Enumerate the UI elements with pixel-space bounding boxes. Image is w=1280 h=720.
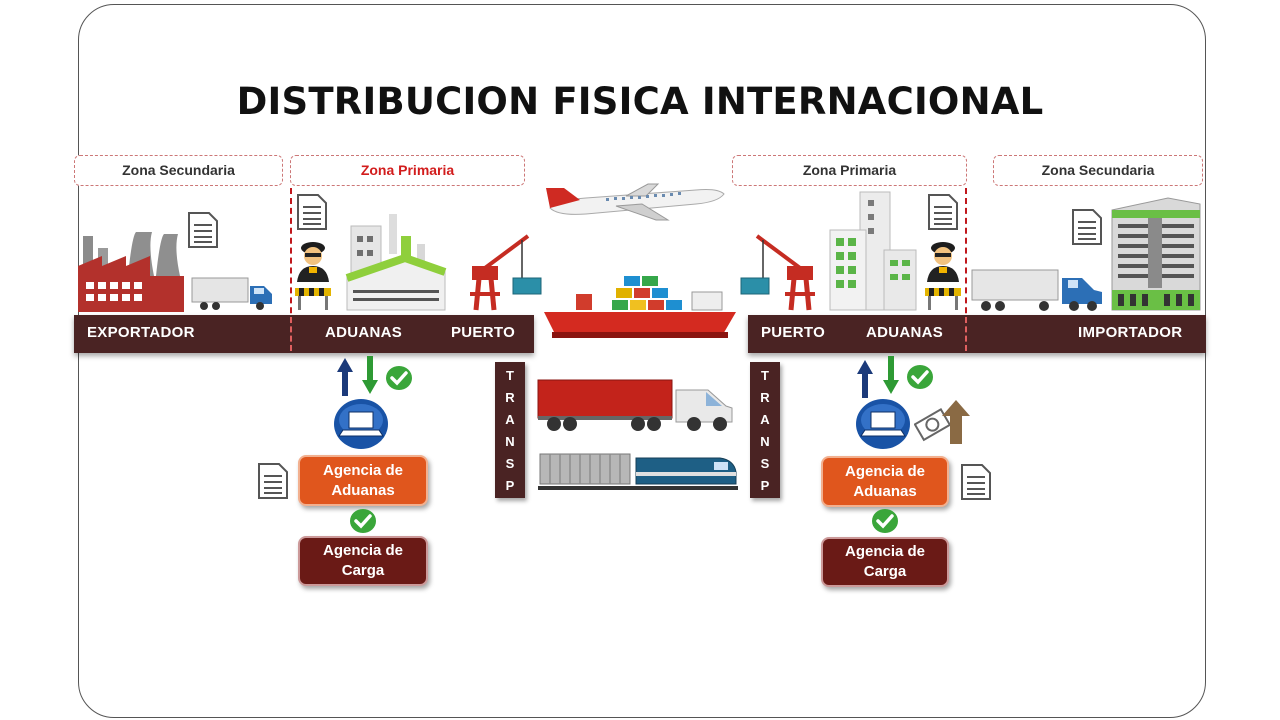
office-building-icon bbox=[1111, 197, 1201, 311]
document-icon bbox=[928, 194, 958, 230]
freight-truck-icon bbox=[537, 379, 733, 431]
label-aduanas-right: ADUANAS bbox=[866, 324, 944, 341]
transp-letter: R bbox=[760, 390, 770, 405]
transp-letter: P bbox=[760, 478, 770, 493]
airplane-icon bbox=[546, 183, 725, 221]
customs-officer-icon bbox=[295, 242, 331, 310]
label-aduanas-left: ADUANAS bbox=[325, 324, 403, 341]
document-icon bbox=[1072, 209, 1102, 245]
arrow-down-icon bbox=[883, 356, 899, 394]
check-icon bbox=[350, 509, 376, 533]
laptop-globe-icon bbox=[334, 399, 388, 449]
agencia-carga-line2: Carga bbox=[863, 563, 907, 580]
zone-secundaria-right: Zona Secundaria bbox=[993, 155, 1203, 186]
zone-primaria-left: Zona Primaria bbox=[290, 155, 525, 186]
agencia-aduanas-left: Agencia de Aduanas bbox=[298, 455, 428, 506]
agencia-aduanas-line1: Agencia de bbox=[844, 462, 926, 480]
zone-primaria-right: Zona Primaria bbox=[732, 155, 967, 186]
customs-building-icon bbox=[829, 191, 917, 311]
transp-letter: A bbox=[760, 412, 770, 427]
arrow-up-icon bbox=[337, 358, 353, 396]
agencia-aduanas-line2: Aduanas bbox=[853, 482, 917, 500]
cargo-ship-icon bbox=[544, 276, 736, 338]
port-crane-icon bbox=[470, 234, 530, 311]
bar-divider-right bbox=[965, 317, 967, 351]
transp-letter: P bbox=[505, 478, 515, 493]
zone-secundaria-left: Zona Secundaria bbox=[74, 155, 283, 186]
transp-letter: R bbox=[505, 390, 515, 405]
label-importador: IMPORTADOR bbox=[1078, 324, 1183, 341]
agencia-carga-line2: Carga bbox=[341, 562, 385, 579]
truck-icon bbox=[971, 269, 1102, 311]
customs-building-icon bbox=[345, 214, 447, 311]
transp-letter: N bbox=[760, 434, 770, 449]
document-icon bbox=[961, 464, 991, 500]
laptop-globe-icon bbox=[856, 399, 910, 449]
transp-letter: T bbox=[761, 368, 769, 383]
agencia-aduanas-line1: Agencia de bbox=[322, 461, 404, 479]
label-exportador: EXPORTADOR bbox=[87, 324, 195, 341]
container-icon bbox=[740, 277, 770, 295]
transp-letter: A bbox=[505, 412, 515, 427]
bar-export-side bbox=[74, 315, 534, 353]
zone-divider-right bbox=[965, 188, 967, 353]
zone-divider-left bbox=[290, 188, 292, 353]
transp-column-right: T R A N S P bbox=[750, 362, 780, 498]
truck-icon bbox=[191, 277, 272, 310]
container-icon bbox=[512, 277, 542, 295]
bar-import-side bbox=[748, 315, 1206, 353]
agencia-aduanas-line2: Aduanas bbox=[331, 481, 395, 499]
port-crane-icon bbox=[755, 234, 815, 311]
transp-letter: N bbox=[505, 434, 515, 449]
check-icon bbox=[907, 365, 933, 389]
agencia-carga-right: Agencia de Carga bbox=[821, 537, 949, 587]
label-puerto-right: PUERTO bbox=[761, 324, 826, 341]
factory-icon bbox=[78, 232, 184, 312]
agencia-carga-left: Agencia de Carga bbox=[298, 536, 428, 586]
page-title: DISTRIBUCION FISICA INTERNACIONAL bbox=[236, 80, 1044, 123]
arrow-up-icon bbox=[857, 360, 873, 398]
agencia-aduanas-right: Agencia de Aduanas bbox=[821, 456, 949, 507]
money-icon bbox=[914, 400, 970, 444]
transp-letter: S bbox=[760, 456, 770, 471]
document-icon bbox=[258, 463, 288, 499]
slide-frame bbox=[78, 4, 1206, 718]
arrow-down-icon bbox=[362, 356, 378, 394]
transp-letter: T bbox=[506, 368, 514, 383]
transp-column-left: T R A N S P bbox=[495, 362, 525, 498]
label-puerto-left: PUERTO bbox=[451, 324, 516, 341]
agencia-carga-line1: Agencia de bbox=[322, 542, 404, 559]
train-icon bbox=[538, 453, 738, 490]
document-icon bbox=[297, 194, 327, 230]
transp-letter: S bbox=[505, 456, 515, 471]
agencia-carga-line1: Agencia de bbox=[844, 543, 926, 560]
check-icon bbox=[872, 509, 898, 533]
document-icon bbox=[188, 212, 218, 248]
customs-officer-icon bbox=[925, 242, 961, 310]
bar-divider-left bbox=[290, 317, 292, 351]
check-icon bbox=[386, 366, 412, 390]
